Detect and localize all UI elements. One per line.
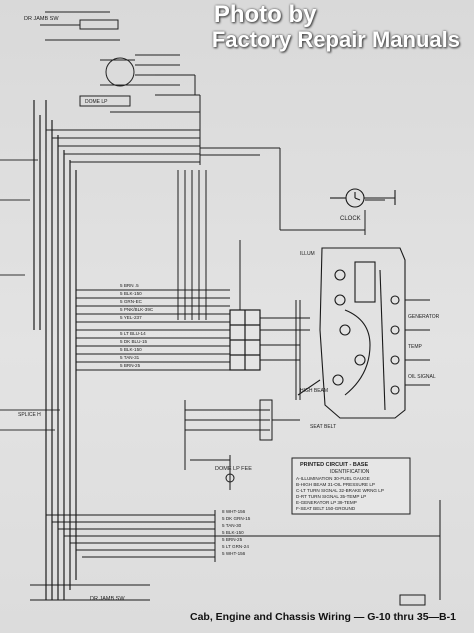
wire-label: 5 BLK-150 <box>120 347 142 352</box>
wire-label: 5 BLK-150 <box>120 291 142 296</box>
wire-label: 5 GRN-EC <box>120 299 143 304</box>
illum-label: ILLUM <box>300 251 315 257</box>
legend-row: A-ILLUMINATION 30-FUEL GAUGE <box>296 476 370 481</box>
watermark-line1: Photo by <box>213 1 317 28</box>
wire-label: 5 TAN-31 <box>120 355 140 360</box>
dr-jamb-sw-bottom-label: DR JAMB SW <box>90 596 125 602</box>
legend-row: B-HIGH BEAM 31-OIL PRESSURE LP <box>296 482 375 487</box>
wire-label: 5 PNK/BLK-39C <box>120 307 154 312</box>
wire-label: 5 DK BLU-15 <box>120 339 148 344</box>
watermark-line2: Factory Repair Manuals <box>211 27 460 53</box>
wire-label: 5 LT BLU-14 <box>120 331 146 336</box>
oil-signal-label: OIL SIGNAL <box>408 374 436 380</box>
wire-label: 5 LT GRN-24 <box>222 544 249 549</box>
wire-label: 5 BLK-150 <box>222 530 244 535</box>
wire-label: 5 BRN .5 <box>120 283 139 288</box>
printed-circuit-legend: PRINTED CIRCUIT - BASE IDENTIFICATION A-… <box>291 457 411 515</box>
dome-lp-label: DOME LP <box>85 99 108 105</box>
clock-label: CLOCK <box>340 216 361 222</box>
dome-lp-fee-label: DOME LP FEE <box>215 466 252 472</box>
printed-circuit-title: PRINTED CIRCUIT - BASE <box>300 462 368 468</box>
wire-label: 5 WHT-156 <box>222 551 246 556</box>
legend-row: D-RT TURN SIGNAL 35-TEMP LP <box>296 494 366 499</box>
watermark: Photo by Factory Repair Manuals <box>211 1 460 53</box>
identification-label: IDENTIFICATION <box>330 469 370 475</box>
wire-label: 8 WHT-156 <box>222 509 246 514</box>
page-caption: Cab, Engine and Chassis Wiring — G-10 th… <box>190 611 456 623</box>
dr-jamb-sw-top-label: DR JAMB SW <box>24 16 59 22</box>
wire-label: 5 BRN-25 <box>222 537 243 542</box>
wire-label: 5 TAN-30 <box>222 523 242 528</box>
high-beam-label: HIGH BEAM <box>300 388 328 394</box>
seat-belt-label: SEAT BELT <box>310 424 336 430</box>
generator-label: GENERATOR <box>408 314 440 320</box>
wire-label: 5 BRN-25 <box>120 363 141 368</box>
legend-row: E-GENERATOR LP 39-TEMP <box>296 500 357 505</box>
legend-row: C-LT TURN SIGNAL 32-BRAKE WRNG LP <box>296 488 384 493</box>
wire-label: 5 DK GRN-15 <box>222 516 251 521</box>
temp-label: TEMP <box>408 344 423 350</box>
splice-h-label: SPLICE H <box>18 412 41 418</box>
legend-row: F-SEAT BELT 150-GROUND <box>296 506 356 511</box>
wire-label: 5 YEL-237 <box>120 315 142 320</box>
